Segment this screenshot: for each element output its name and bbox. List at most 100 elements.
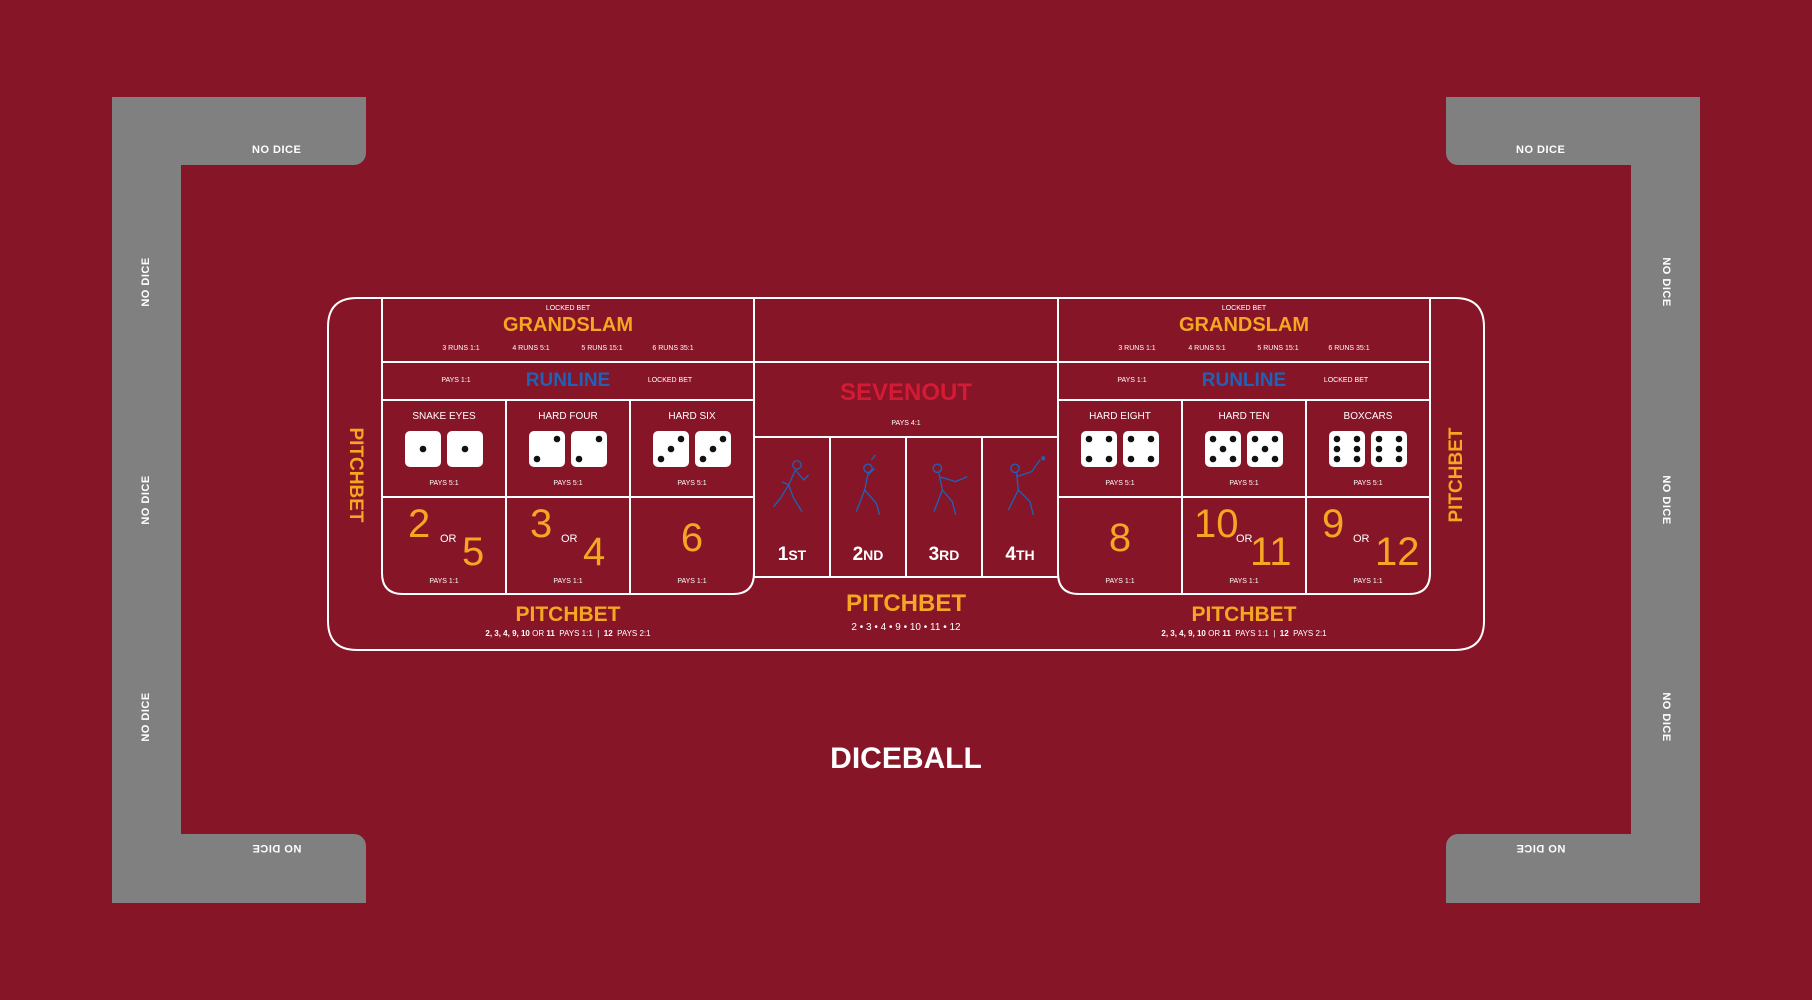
hardway-pays: PAYS 5:1	[1229, 480, 1259, 487]
no-dice-label: NO DICE	[1516, 144, 1566, 156]
die-three-icon[interactable]	[695, 431, 731, 467]
pitchbet-pays: PAYS 1:1	[559, 629, 593, 638]
locked-bet-label: LOCKED BET	[1221, 305, 1267, 312]
pitchbet-title[interactable]: PITCHBET	[515, 603, 621, 626]
pitchbet-separator: |	[597, 629, 600, 638]
number-bet[interactable]: 10	[1194, 502, 1239, 546]
runline-title[interactable]: RUNLINE	[525, 370, 611, 391]
center-pitchbet-numbers: 2 • 3 • 4 • 9 • 10 • 11 • 12	[851, 622, 961, 633]
die-two-icon[interactable]	[529, 431, 565, 467]
die-three-icon[interactable]	[653, 431, 689, 467]
die-six-icon[interactable]	[1371, 431, 1407, 467]
pitcher-icon	[773, 460, 810, 513]
hardway-pays: PAYS 5:1	[429, 480, 459, 487]
hardway-pays: PAYS 5:1	[553, 480, 583, 487]
die-one-icon[interactable]	[405, 431, 441, 467]
pitchbet-eleven: 11	[1222, 629, 1231, 638]
number-bet[interactable]: 2	[408, 502, 431, 546]
sevenout-title[interactable]: SEVENOUT	[839, 379, 973, 406]
inning-suffix: TH	[1015, 547, 1035, 563]
pitchbet-pays: PAYS 2:1	[1293, 629, 1327, 638]
pitchbet-pays: PAYS 1:1	[1235, 629, 1269, 638]
pitchbet-terms: 2, 3, 4, 9, 10 OR 11 PAYS 1:1 | 12 PAYS …	[485, 629, 650, 638]
inning-suffix: ND	[863, 547, 884, 563]
side-pitchbet-label[interactable]: PITCHBET	[345, 427, 366, 523]
inning-number: 2	[852, 544, 864, 565]
inning-suffix: RD	[939, 547, 960, 563]
rail-right-bottom-arm	[1446, 834, 1700, 903]
inning-label[interactable]: 1ST	[778, 544, 806, 566]
runline-pays: PAYS 1:1	[1117, 377, 1147, 384]
pitchbet-pays: PAYS 2:1	[617, 629, 651, 638]
number-bet[interactable]: 12	[1375, 530, 1420, 574]
pitchbet-or: OR	[532, 629, 545, 638]
pitchbet-twelve: 12	[603, 629, 613, 638]
die-four-icon[interactable]	[1081, 431, 1117, 467]
rail-left-vertical	[112, 97, 181, 903]
locked-bet-label: LOCKED BET	[545, 305, 591, 312]
pitchbet-numbers: 2, 3, 4, 9, 10	[485, 629, 530, 638]
number-pays: PAYS 1:1	[1229, 578, 1259, 585]
die-one-icon[interactable]	[447, 431, 483, 467]
rail-left-bottom-arm	[112, 834, 366, 903]
die-five-icon[interactable]	[1247, 431, 1283, 467]
hardway-pays: PAYS 5:1	[677, 480, 707, 487]
diceball-title: DICEBALL	[830, 742, 982, 775]
inning-number: 3	[928, 544, 940, 565]
grandslam-pay: 6 RUNS 35:1	[1328, 345, 1370, 352]
grandslam-title[interactable]: GRANDSLAM	[1179, 314, 1309, 336]
number-bet[interactable]: 6	[680, 516, 704, 560]
grandslam-pay: 3 RUNS 1:1	[442, 345, 480, 352]
number-pays: PAYS 1:1	[429, 578, 459, 585]
hardway-label: HARD FOUR	[538, 411, 598, 422]
die-five-icon[interactable]	[1205, 431, 1241, 467]
grandslam-title[interactable]: GRANDSLAM	[503, 314, 633, 336]
grandslam-pay: 3 RUNS 1:1	[1118, 345, 1156, 352]
hardway-label: HARD SIX	[668, 411, 716, 422]
hardway-label: HARD TEN	[1218, 411, 1270, 422]
hit-icon	[1007, 456, 1045, 516]
runline-title[interactable]: RUNLINE	[1201, 370, 1287, 391]
or-label: OR	[440, 533, 457, 545]
inning-label[interactable]: 2ND	[853, 544, 884, 566]
number-bet[interactable]: 9	[1322, 502, 1345, 546]
side-pitchbet-label[interactable]: PITCHBET	[1446, 427, 1467, 523]
or-label: OR	[561, 533, 578, 545]
grandslam-pay: 4 RUNS 5:1	[512, 345, 550, 352]
number-bet[interactable]: 11	[1250, 530, 1292, 574]
batter-icon	[855, 455, 881, 516]
number-pays: PAYS 1:1	[1105, 578, 1135, 585]
or-label: OR	[1353, 533, 1370, 545]
inning-number: 1	[777, 544, 789, 565]
number-pays: PAYS 1:1	[677, 578, 707, 585]
number-bet[interactable]: 4	[583, 530, 606, 574]
inning-number: 4	[1005, 544, 1016, 565]
grandslam-pay: 5 RUNS 15:1	[581, 345, 623, 352]
no-dice-label: NO DICE	[252, 144, 302, 156]
number-bet[interactable]: 3	[530, 502, 553, 546]
die-four-icon[interactable]	[1123, 431, 1159, 467]
inning-label[interactable]: 4TH	[1005, 544, 1034, 566]
inning-label[interactable]: 3RD	[929, 544, 960, 566]
pitchbet-terms: 2, 3, 4, 9, 10 OR 11 PAYS 1:1 | 12 PAYS …	[1161, 629, 1326, 638]
runline-locked: LOCKED BET	[647, 377, 693, 384]
number-pays: PAYS 1:1	[1353, 578, 1383, 585]
hardway-label: SNAKE EYES	[412, 411, 476, 422]
hardway-pays: PAYS 5:1	[1353, 480, 1383, 487]
pitchbet-title[interactable]: PITCHBET	[1191, 603, 1297, 626]
die-six-icon[interactable]	[1329, 431, 1365, 467]
pitchbet-eleven: 11	[546, 629, 555, 638]
number-bet[interactable]: 5	[462, 530, 485, 574]
pitchbet-or: OR	[1208, 629, 1221, 638]
number-bet[interactable]: 8	[1108, 516, 1132, 560]
number-pays: PAYS 1:1	[553, 578, 583, 585]
grandslam-pay: 6 RUNS 35:1	[652, 345, 694, 352]
swing-icon	[932, 463, 968, 516]
sevenout-pays: PAYS 4:1	[891, 420, 921, 427]
inning-suffix: ST	[788, 547, 807, 563]
pitchbet-separator: |	[1273, 629, 1276, 638]
die-two-icon[interactable]	[571, 431, 607, 467]
hardway-label: HARD EIGHT	[1089, 411, 1151, 422]
center-pitchbet-title[interactable]: PITCHBET	[846, 590, 966, 617]
